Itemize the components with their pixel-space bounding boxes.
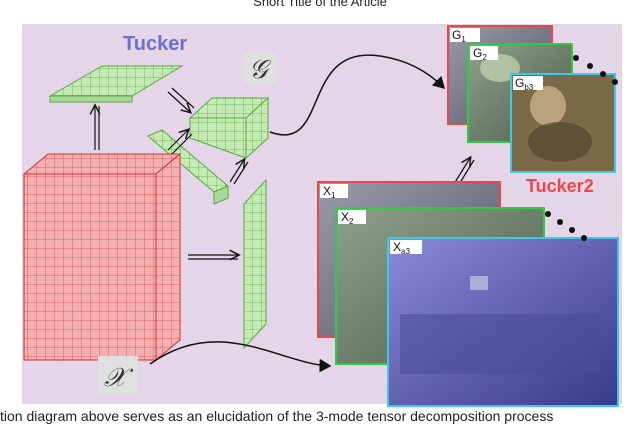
decomposition-arrows [95,87,475,259]
core-frame-g2-label: G [473,46,482,60]
tucker-label: Tucker [123,33,187,55]
input-frame-xa3-subscript: a3 [401,247,410,256]
core-symbol-box: 𝒢 [244,53,276,85]
figure-caption: tion diagram above serves as an elucidat… [0,408,640,424]
svg-text:Gb3: Gb3 [515,76,534,92]
svg-text:X1: X1 [323,184,336,200]
tucker2-label: Tucker2 [526,176,594,196]
input-frame-x1-subscript: 1 [331,191,336,200]
core-tensor-cube [188,96,270,160]
svg-text:G1: G1 [452,28,466,44]
core-frame-g2-subscript: 2 [482,53,487,62]
core-to-output-arrow [269,54,446,136]
tensor-symbol-box: 𝒳 [98,356,138,394]
caption-text: tion diagram above serves as an elucidat… [0,408,554,424]
core-frame-g1-label: G [452,28,461,42]
input-tensor-cube [22,152,182,362]
input-frame-xa3: Xa3 [387,237,619,407]
svg-text:G2: G2 [473,46,487,62]
input-frames-ellipsis [545,211,587,241]
core-frame-g1-subscript: 1 [461,35,466,44]
svg-text:X2: X2 [341,210,354,226]
core-frames-ellipsis [573,55,618,85]
input-frame-x2-subscript: 2 [349,217,354,226]
core-tensor-symbol: 𝒢 [249,55,272,85]
svg-text:Xa3: Xa3 [393,240,410,256]
tucker-diagram: Tucker 𝒢 𝒳 [22,24,622,407]
factor-matrix-top [48,65,184,103]
core-frame-gb3-label: G [515,76,524,90]
factor-matrix-middle [147,129,229,205]
core-frame-gb3: Gb3 [510,73,616,173]
input-frame-xa3-label: X [393,240,401,254]
factor-matrix-right [243,178,267,350]
input-frame-x1-label: X [323,184,331,198]
page-header: Short Title of the Article [0,0,640,14]
input-frame-x2-label: X [341,210,349,224]
tensor-to-input-arrow [149,341,332,373]
core-frame-gb3-subscript: b3 [524,83,533,92]
article-short-title: Short Title of the Article [253,0,387,9]
